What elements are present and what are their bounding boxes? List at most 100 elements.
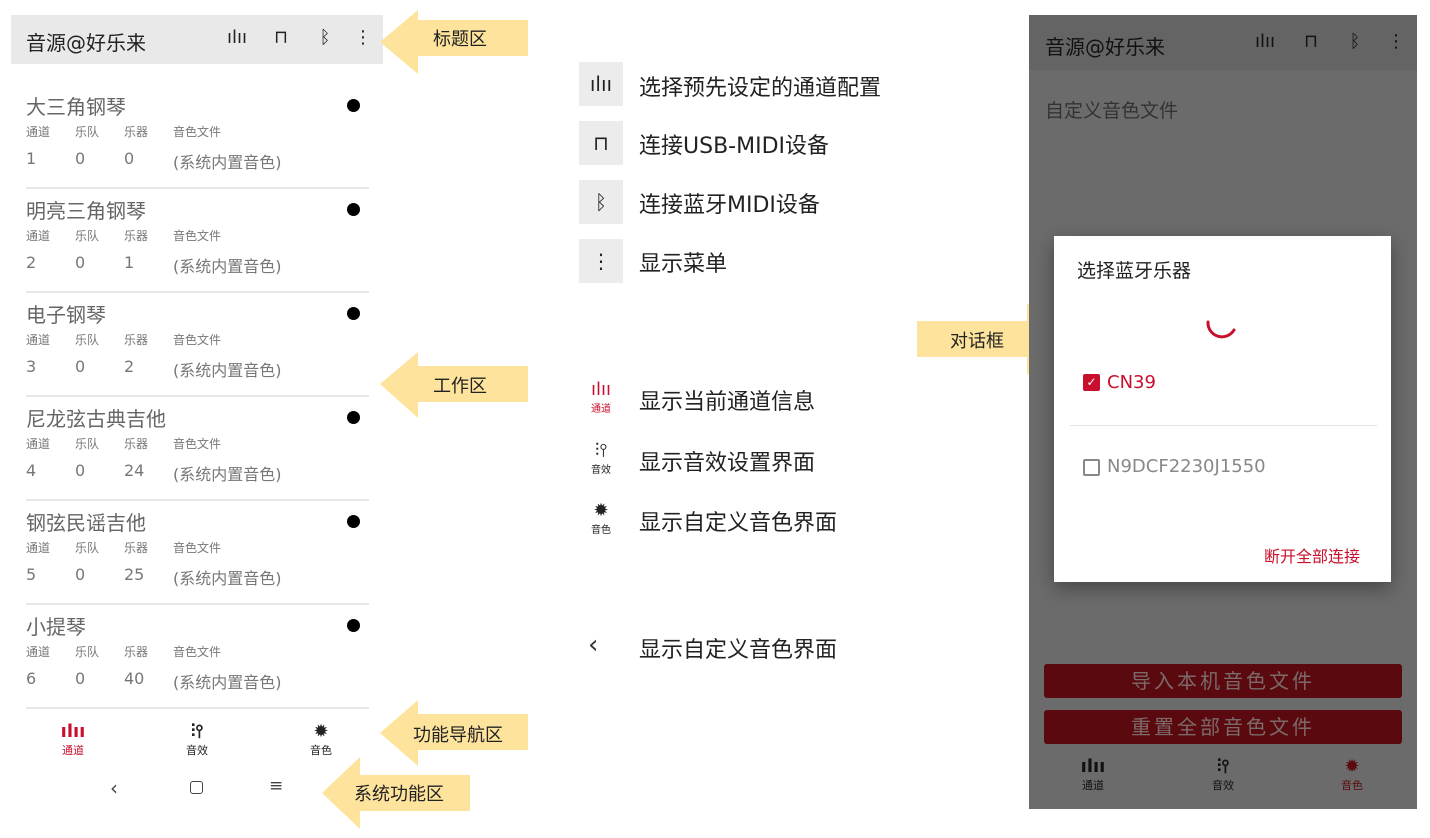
channel-label: 通道 bbox=[26, 229, 51, 243]
file-value: (系统内置音色) bbox=[173, 361, 282, 380]
band-value: 0 bbox=[75, 461, 86, 480]
channel-config-icon[interactable]: ılıı bbox=[226, 27, 247, 48]
gear-icon: ✹音色 bbox=[579, 501, 623, 541]
instrument-value: 0 bbox=[124, 149, 135, 168]
instrument-name: 钢弦民谣吉他 bbox=[26, 511, 146, 535]
legend-icon-label: 音效 bbox=[591, 465, 611, 476]
instrument-value: 2 bbox=[124, 357, 135, 376]
file-label: 音色文件 bbox=[173, 541, 222, 555]
channel-config-icon: ılıı bbox=[579, 62, 623, 106]
instrument-name: 大三角钢琴 bbox=[26, 95, 126, 119]
instrument-label: 乐器 bbox=[124, 437, 149, 451]
nav-label: 音效 bbox=[1212, 779, 1234, 792]
title-bar: 音源@好乐来 ılıı ⊓ ᛒ ⋮ bbox=[11, 15, 383, 64]
nav-timbre[interactable]: ✹音色 bbox=[291, 722, 351, 758]
channel-value: 3 bbox=[26, 357, 37, 376]
file-value: (系统内置音色) bbox=[173, 465, 282, 484]
instrument-name: 尼龙弦古典吉他 bbox=[26, 407, 166, 431]
instrument-label: 乐器 bbox=[124, 645, 149, 659]
channel-config-icon[interactable]: ılıı bbox=[1254, 31, 1275, 52]
channel-value: 4 bbox=[26, 461, 37, 480]
band-label: 乐队 bbox=[75, 645, 100, 659]
channel-icon: ılıı bbox=[60, 721, 86, 742]
callout-arrow-work bbox=[380, 352, 528, 418]
status-dot bbox=[347, 411, 360, 424]
status-dot bbox=[347, 203, 360, 216]
device-name[interactable]: CN39 bbox=[1107, 372, 1156, 393]
usb-icon: ⊓ bbox=[579, 121, 623, 165]
callout-system-label: 系统功能区 bbox=[354, 784, 444, 805]
divider bbox=[1070, 425, 1377, 426]
list-item[interactable]: 明亮三角钢琴 通道 乐队 乐器 音色文件 2 0 1 (系统内置音色) bbox=[26, 189, 369, 293]
file-value: (系统内置音色) bbox=[173, 257, 282, 276]
page-title: 自定义音色文件 bbox=[1045, 100, 1179, 122]
callout-title-label: 标题区 bbox=[433, 29, 487, 50]
status-dot bbox=[347, 619, 360, 632]
callout-arrow-dialog bbox=[917, 303, 1065, 375]
instrument-name: 明亮三角钢琴 bbox=[26, 199, 146, 223]
timbre-screen: 音源@好乐来 ılıı ⊓ ᛒ ⋮ 自定义音色文件 选择蓝牙乐器 ✓ CN39 … bbox=[1029, 15, 1417, 809]
loading-spinner bbox=[1206, 320, 1236, 339]
file-value: (系统内置音色) bbox=[173, 673, 282, 692]
list-item[interactable]: 尼龙弦古典吉他 通道 乐队 乐器 音色文件 4 0 24 (系统内置音色) bbox=[26, 397, 369, 501]
bluetooth-icon[interactable]: ᛒ bbox=[1349, 31, 1361, 52]
file-label: 音色文件 bbox=[173, 437, 222, 451]
recents-icon[interactable]: ≡ bbox=[269, 776, 284, 796]
app-title: 音源@好乐来 bbox=[26, 31, 146, 55]
app-title: 音源@好乐来 bbox=[1045, 35, 1165, 59]
instrument-value: 40 bbox=[124, 669, 145, 688]
band-value: 0 bbox=[75, 357, 86, 376]
instrument-value: 1 bbox=[124, 253, 135, 272]
nav-label: 音效 bbox=[186, 744, 208, 757]
sliders-icon: ⫶⫯音效 bbox=[579, 441, 623, 481]
file-label: 音色文件 bbox=[173, 229, 222, 243]
more-vert-icon[interactable]: ⋮ bbox=[354, 27, 372, 48]
instrument-value: 25 bbox=[124, 565, 145, 584]
dialog-title: 选择蓝牙乐器 bbox=[1077, 260, 1192, 282]
title-bar: 音源@好乐来 ılıı ⊓ ᛒ ⋮ bbox=[1029, 15, 1417, 70]
band-value: 0 bbox=[75, 149, 86, 168]
more-vert-icon[interactable]: ⋮ bbox=[1387, 31, 1405, 52]
band-value: 0 bbox=[75, 565, 86, 584]
more-vert-icon: ⋮ bbox=[579, 239, 623, 283]
checkbox-checked[interactable]: ✓ bbox=[1083, 374, 1100, 391]
reset-timbre-button[interactable]: 重置全部音色文件 bbox=[1044, 710, 1402, 744]
legend-icon-label: 音色 bbox=[591, 525, 611, 536]
legend-text: 显示自定义音色界面 bbox=[639, 511, 838, 536]
list-item[interactable]: 大三角钢琴 通道 乐队 乐器 音色文件 1 0 0 (系统内置音色) bbox=[26, 85, 369, 189]
channel-value: 1 bbox=[26, 149, 37, 168]
import-timbre-button[interactable]: 导入本机音色文件 bbox=[1044, 664, 1402, 698]
back-icon[interactable]: ‹ bbox=[110, 776, 118, 800]
nav-timbre[interactable]: ✹音色 bbox=[1322, 757, 1382, 793]
bluetooth-icon[interactable]: ᛒ bbox=[319, 27, 331, 48]
back-icon: ‹ bbox=[588, 630, 599, 660]
list-item[interactable]: 钢弦民谣吉他 通道 乐队 乐器 音色文件 5 0 25 (系统内置音色) bbox=[26, 501, 369, 605]
list-item[interactable]: 电子钢琴 通道 乐队 乐器 音色文件 3 0 2 (系统内置音色) bbox=[26, 293, 369, 397]
nav-label: 音色 bbox=[1341, 779, 1363, 792]
instrument-value: 24 bbox=[124, 461, 145, 480]
usb-icon[interactable]: ⊓ bbox=[273, 27, 289, 48]
disconnect-all-button[interactable]: 断开全部连接 bbox=[1264, 547, 1361, 566]
device-name[interactable]: N9DCF2230J1550 bbox=[1107, 456, 1266, 477]
home-icon[interactable] bbox=[190, 781, 203, 794]
nav-effects[interactable]: ⫶⫯音效 bbox=[1193, 757, 1253, 793]
instrument-label: 乐器 bbox=[124, 333, 149, 347]
file-label: 音色文件 bbox=[173, 645, 222, 659]
band-label: 乐队 bbox=[75, 333, 100, 347]
bluetooth-icon: ᛒ bbox=[579, 180, 623, 224]
usb-icon[interactable]: ⊓ bbox=[1303, 31, 1319, 52]
channel-label: 通道 bbox=[26, 541, 51, 555]
callout-dialog-label: 对话框 bbox=[950, 331, 1004, 352]
band-label: 乐队 bbox=[75, 437, 100, 451]
band-value: 0 bbox=[75, 669, 86, 688]
checkbox-unchecked[interactable] bbox=[1083, 459, 1100, 476]
legend-text: 显示菜单 bbox=[639, 252, 728, 277]
list-item[interactable]: 小提琴 通道 乐队 乐器 音色文件 6 0 40 (系统内置音色) bbox=[26, 605, 369, 709]
nav-effects[interactable]: ⫶⫯音效 bbox=[167, 722, 227, 758]
legend-text: 连接蓝牙MIDI设备 bbox=[639, 193, 820, 218]
callout-work-label: 工作区 bbox=[433, 376, 487, 397]
band-value: 0 bbox=[75, 253, 86, 272]
